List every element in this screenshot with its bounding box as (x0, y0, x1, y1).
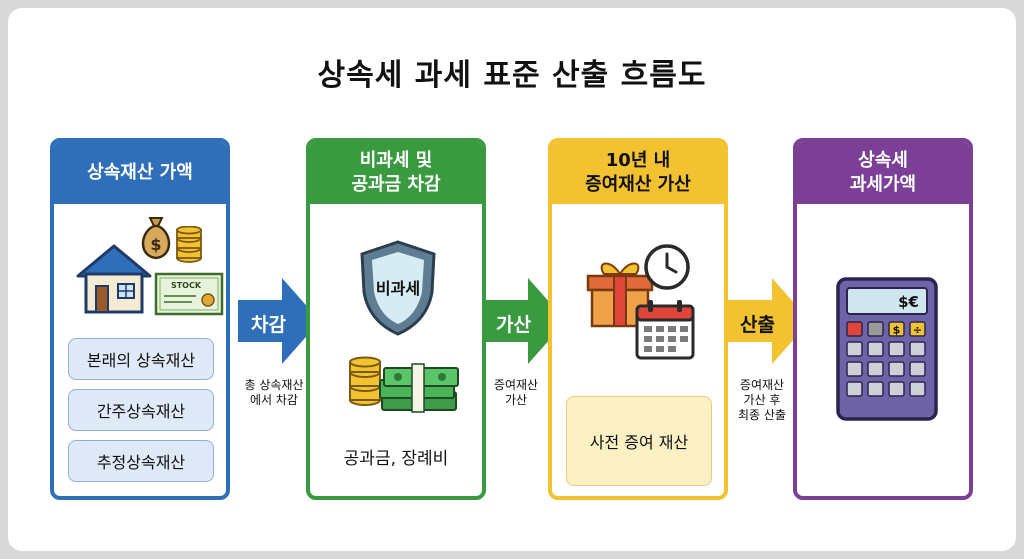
arrow-deduct-label: 차감 (251, 314, 286, 336)
step-card-nontaxable-deduction: 비과세 및 공과금 차감 비과세 공과금, 장례비 (306, 138, 486, 500)
arrow-compute-label: 산출 (740, 314, 775, 336)
diagram-title: 상속세 과세 표준 산출 흐름도 (317, 58, 707, 93)
house-icon (76, 244, 152, 314)
arrow-add-note: 증여재산 가산 (493, 378, 539, 407)
svg-text:$: $ (150, 235, 161, 254)
shield-icon: 비과세 (360, 240, 436, 336)
stock-label: STOCK (171, 281, 202, 290)
calculator-key-dollar: $ (893, 324, 901, 337)
calculator-key-divide: ÷ (913, 324, 922, 337)
arrow-deduct-note: 총 상속재산 에서 차감 (244, 378, 304, 407)
asset-item-presumed: 추정상속재산 (68, 440, 214, 482)
coin-stack-icon (176, 226, 202, 263)
calculator-icon: $€ $ ÷ (836, 277, 938, 421)
arrow-compute-note: 증여재산 가산 후 최종 산출 (738, 378, 786, 422)
step-header: 비과세 및 공과금 차감 (310, 142, 482, 204)
asset-item-original: 본래의 상속재산 (68, 338, 214, 380)
arrow-add-label: 가산 (496, 314, 531, 336)
calculator-display: $€ (898, 293, 919, 311)
calendar-icon (635, 300, 695, 360)
gift-box-icon (586, 262, 654, 328)
prior-gift-box: 사전 증여 재산 (566, 396, 712, 486)
step-card-gift-addition: 10년 내 증여재산 가산 사전 증여 재산 (548, 138, 728, 500)
step-card-taxable-value: 상속세 과세가액 $€ $ ÷ (793, 138, 973, 500)
deduction-caption: 공과금, 장례비 (343, 449, 449, 469)
clock-icon (644, 244, 690, 290)
shield-label: 비과세 (376, 279, 420, 298)
asset-item-deemed: 간주상속재산 (68, 389, 214, 431)
step-header: 상속세 과세가액 (797, 142, 969, 204)
cash-stack-icon (379, 363, 459, 413)
step-header: 10년 내 증여재산 가산 (552, 142, 724, 204)
money-bag-icon: $ (141, 217, 171, 260)
stock-certificate-icon: STOCK (154, 272, 224, 316)
step-card-inheritance-assets: 상속재산 가액 $ STOCK 본래의 상속재산 간주상속재산 추정상속 (50, 138, 230, 500)
arrow-add (484, 278, 566, 364)
arrow-compute (728, 278, 810, 364)
arrow-deduct (238, 278, 320, 364)
step-header: 상속재산 가액 (54, 142, 226, 204)
